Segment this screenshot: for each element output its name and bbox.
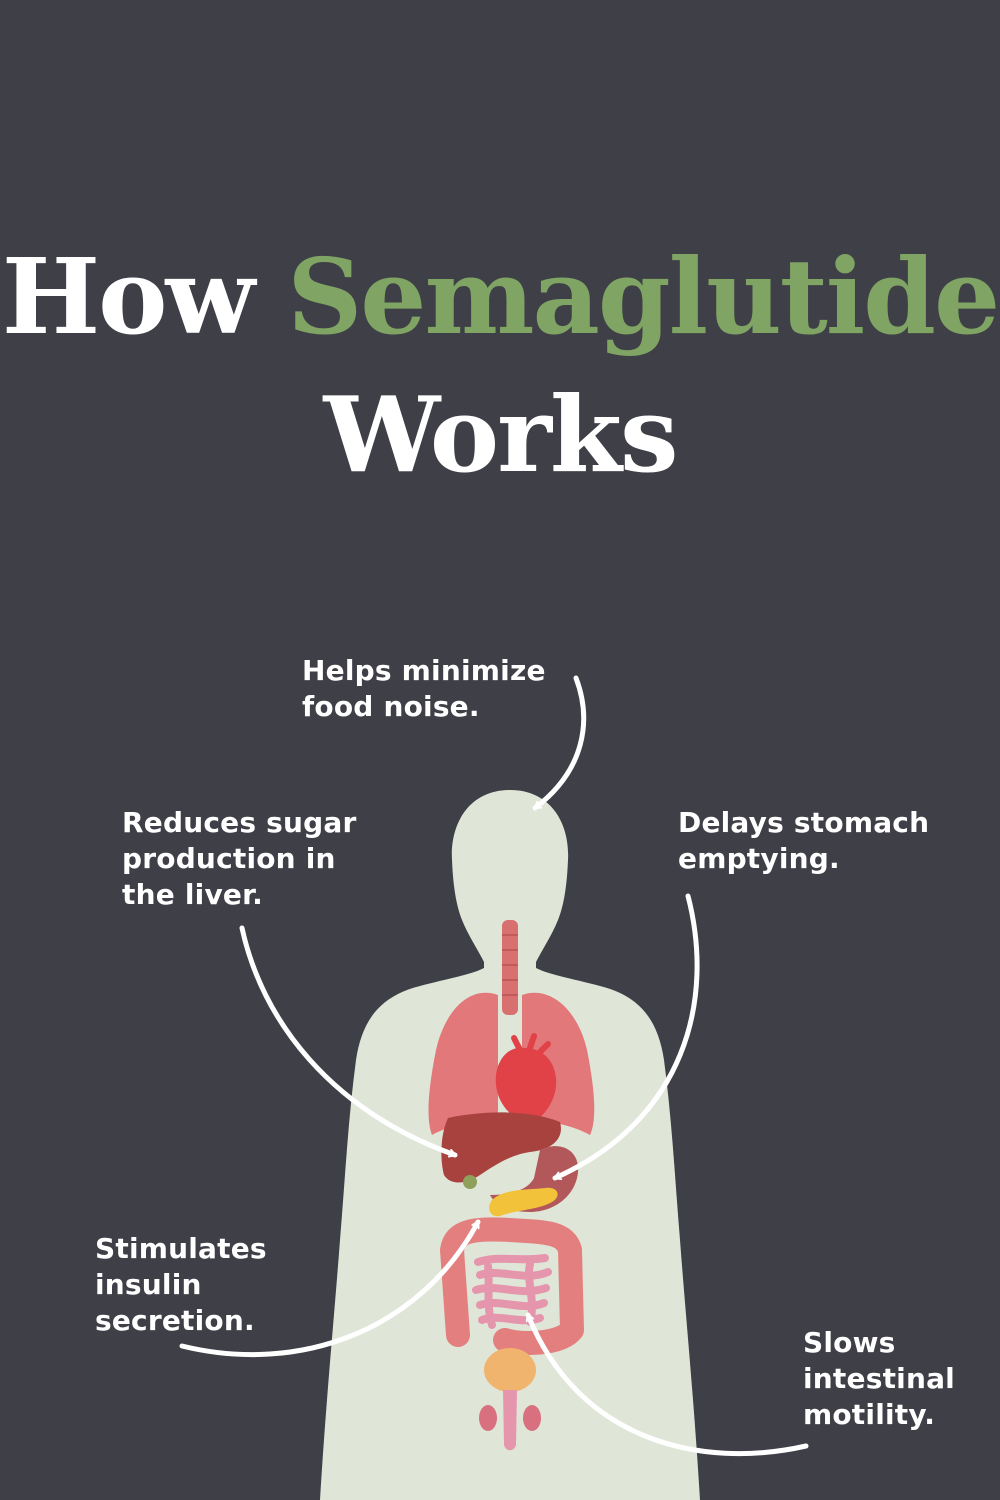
label-brain-line: food noise. [302,690,480,723]
label-pancreas-line: Stimulates [95,1232,267,1265]
label-brain-line: Helps minimize [302,654,546,687]
title-highlight: Semaglutide [287,235,1000,358]
arrow-pancreas [179,1219,481,1358]
heart-vessels [511,1033,551,1055]
label-intestine-line: Slows [803,1326,896,1359]
label-liver-line: the liver. [122,878,263,911]
left-testis [479,1405,497,1431]
arrow-intestine [525,1312,809,1457]
label-liver-line: Reduces sugar [122,806,357,839]
label-stomach-line: emptying. [678,842,840,875]
small-intestine [472,1254,552,1329]
label-pancreas-line: secretion. [95,1304,255,1337]
label-intestine: Slows intestinal motility. [803,1325,955,1433]
trachea [502,920,518,1015]
arrow-liver [239,925,458,1158]
arrow-stomach [552,893,700,1181]
arrow-brain [532,675,587,811]
liver [441,1112,561,1183]
title-prefix: How [1,235,255,358]
label-intestine-line: intestinal [803,1362,955,1395]
page-title-line2: Works [323,373,678,496]
right-testis [523,1405,541,1431]
label-pancreas: Stimulates insulin secretion. [95,1231,267,1339]
bladder [484,1348,536,1392]
pancreas [489,1187,558,1217]
label-liver: Reduces sugar production in the liver. [122,805,356,913]
left-lung [428,992,498,1135]
heart [495,1047,557,1125]
label-stomach: Delays stomach emptying. [678,805,929,877]
label-intestine-line: motility. [803,1398,936,1431]
label-stomach-line: Delays stomach [678,806,930,839]
label-pancreas-line: insulin [95,1268,202,1301]
label-brain: Helps minimize food noise. [302,653,546,725]
gallbladder [463,1175,477,1189]
label-liver-line: production in [122,842,336,875]
urethra [503,1390,517,1451]
page-title-line1: How Semaglutide [0,232,1000,362]
